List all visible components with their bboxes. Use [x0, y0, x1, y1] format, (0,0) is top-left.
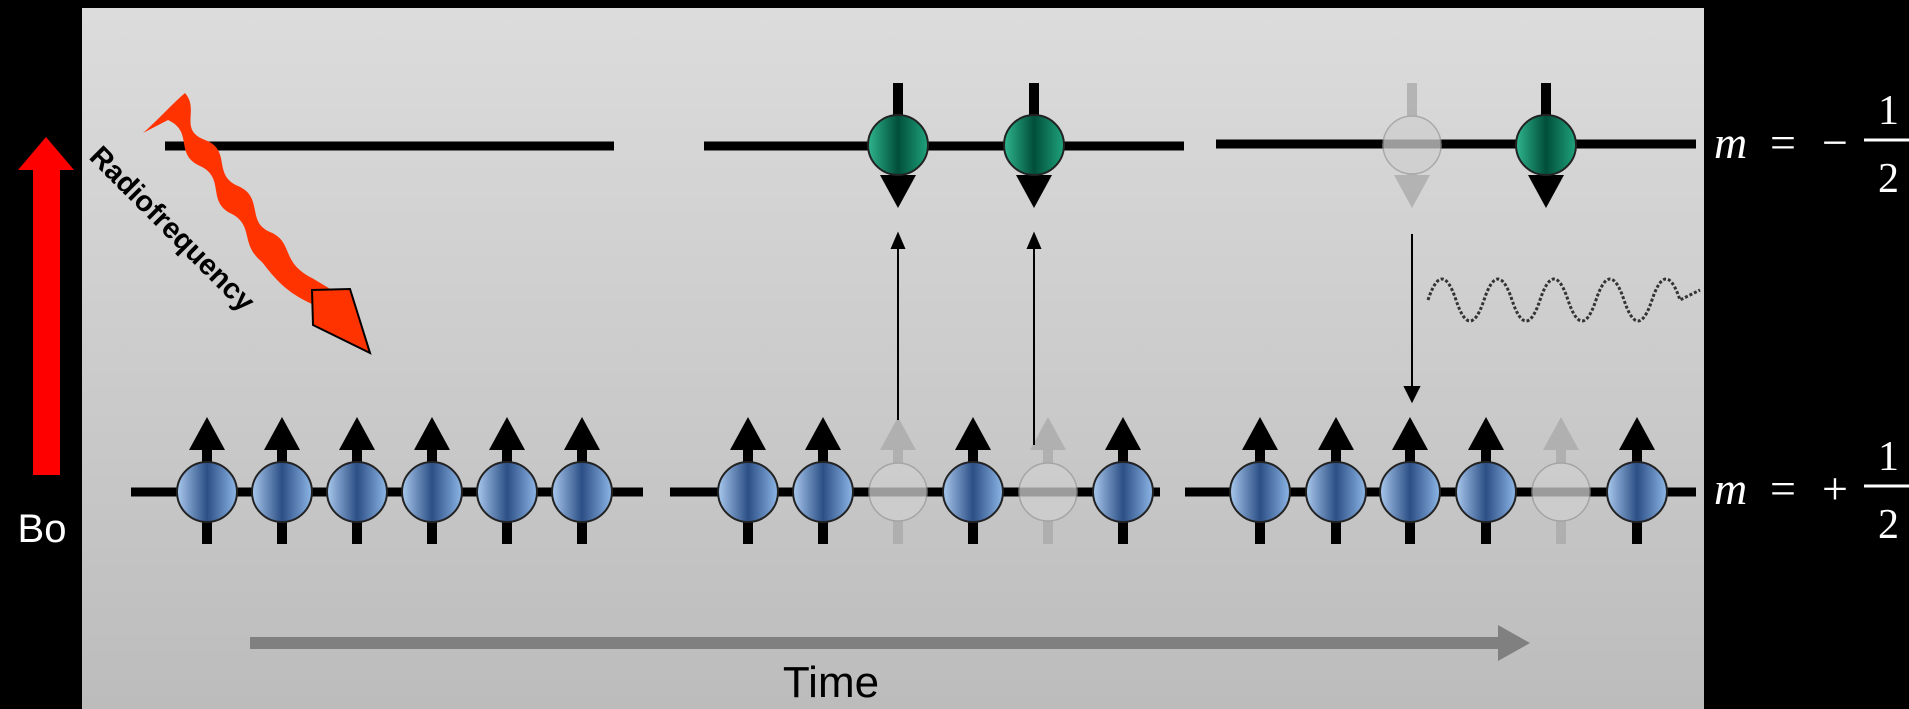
- svg-text:−: −: [1822, 117, 1848, 168]
- svg-text:2: 2: [1878, 502, 1899, 548]
- panel-relaxation-spins: [1229, 83, 1668, 544]
- spin-down-particle: [1003, 83, 1065, 208]
- excited-spin-vacancy: [1018, 417, 1078, 544]
- upper-level-quantum-number: m = − 1 2: [1714, 88, 1909, 202]
- excited-spin-vacancy: [1531, 417, 1591, 544]
- spin-up-particle: [1379, 417, 1441, 544]
- spin-up-particle: [1606, 417, 1668, 544]
- svg-text:1: 1: [1878, 434, 1899, 480]
- field-label: Bo: [18, 507, 67, 551]
- spin-up-particle: [326, 417, 388, 544]
- svg-text:m: m: [1714, 117, 1747, 168]
- svg-text:=: =: [1770, 117, 1796, 168]
- svg-text:2: 2: [1878, 156, 1899, 202]
- spin-down-particle: [1515, 83, 1577, 208]
- svg-text:+: +: [1822, 463, 1848, 514]
- spin-up-particle: [476, 417, 538, 544]
- spin-down-particle: [867, 83, 929, 208]
- upper-energy-level: [165, 139, 1696, 151]
- svg-text:1: 1: [1878, 88, 1899, 134]
- relaxed-spin-vacancy: [1382, 83, 1442, 208]
- spin-up-particle: [176, 417, 238, 544]
- spin-up-particle: [1092, 417, 1154, 544]
- spin-up-particle: [401, 417, 463, 544]
- excited-spin-vacancy: [868, 417, 928, 544]
- spin-up-particle: [792, 417, 854, 544]
- spin-up-particle: [942, 417, 1004, 544]
- spin-up-particle: [551, 417, 613, 544]
- svg-text:=: =: [1770, 463, 1796, 514]
- panel-before-lower-spins: [176, 417, 613, 544]
- field-arrow: [18, 137, 74, 475]
- time-arrow: [250, 625, 1530, 661]
- spin-up-particle: [251, 417, 313, 544]
- spin-up-particle: [1455, 417, 1517, 544]
- spin-up-particle: [1229, 417, 1291, 544]
- spin-up-particle: [1305, 417, 1367, 544]
- time-label: Time: [783, 658, 879, 707]
- emission-transition-arrow: [1403, 234, 1421, 404]
- spin-up-particle: [717, 417, 779, 544]
- absorption-transition-arrows: [890, 231, 1042, 445]
- radiofrequency-wave-icon: [143, 93, 372, 355]
- lower-level-quantum-number: m = + 1 2: [1714, 434, 1909, 548]
- svg-text:m: m: [1714, 463, 1747, 514]
- panel-absorption-spins: [717, 83, 1154, 544]
- emitted-wave-icon: [1426, 277, 1701, 323]
